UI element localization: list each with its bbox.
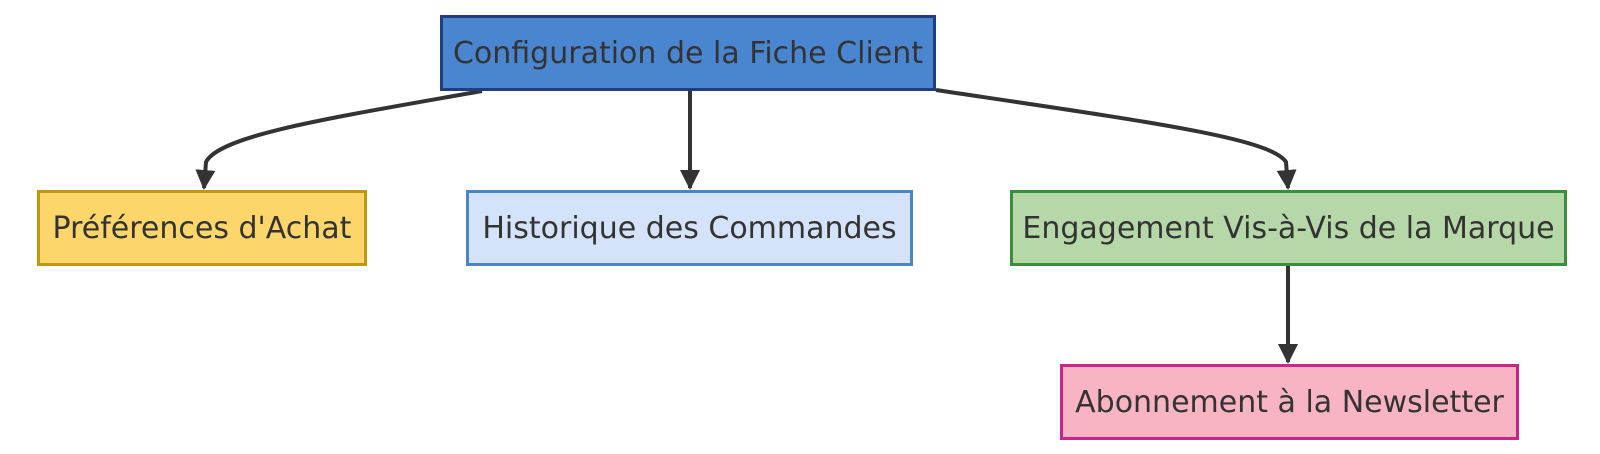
node-abonnement-newsletter[interactable]: Abonnement à la Newsletter	[1060, 364, 1519, 440]
node-configuration-fiche-client[interactable]: Configuration de la Fiche Client	[440, 15, 936, 91]
node-preferences-achat[interactable]: Préférences d'Achat	[37, 190, 367, 266]
node-label: Engagement Vis-à-Vis de la Marque	[1022, 210, 1555, 246]
node-engagement-marque[interactable]: Engagement Vis-à-Vis de la Marque	[1010, 190, 1567, 266]
edge-root-to-preferences	[195, 89, 483, 190]
node-historique-commandes[interactable]: Historique des Commandes	[466, 190, 913, 266]
node-label: Préférences d'Achat	[52, 210, 352, 246]
node-label: Configuration de la Fiche Client	[452, 35, 924, 71]
node-label: Abonnement à la Newsletter	[1075, 384, 1504, 420]
node-label: Historique des Commandes	[482, 210, 897, 246]
edge-root-to-engagement	[935, 88, 1297, 190]
